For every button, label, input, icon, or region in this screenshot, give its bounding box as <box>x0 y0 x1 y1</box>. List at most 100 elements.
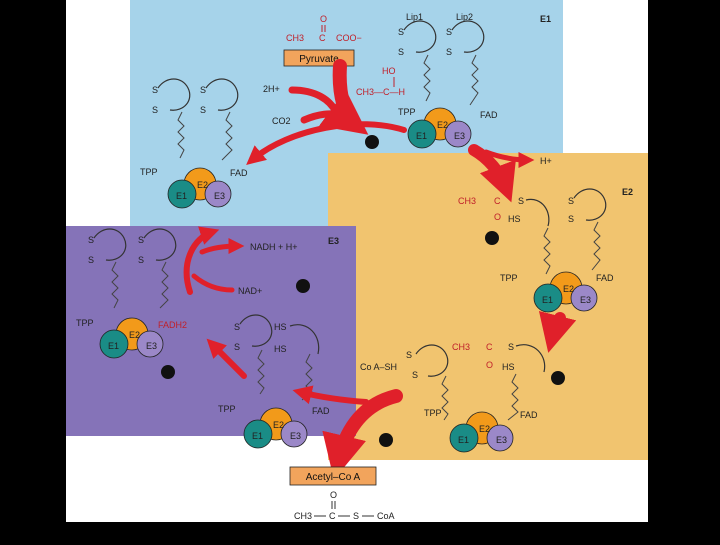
h-plus-label: H+ <box>540 156 552 166</box>
e3-lipoyl-arms: SS SS <box>88 228 177 309</box>
e3-e1-label: E1 <box>108 341 119 351</box>
svg-text:S: S <box>200 105 206 115</box>
lip1-label: Lip1 <box>406 12 423 22</box>
svg-text:S: S <box>152 85 158 95</box>
coash-label: Co A–SH <box>360 362 397 372</box>
e2low-e2-label: E2 <box>479 424 490 434</box>
acetylcoa-ch3-label: CH3 <box>294 511 312 521</box>
acetyl-coa-structure: O CH3 C S CoA <box>294 490 395 521</box>
e1-panel-label: E1 <box>540 14 551 24</box>
e2panel-fad-label: FAD <box>596 273 614 283</box>
e2panel-e3-label: E3 <box>580 295 591 305</box>
svg-text:S: S <box>88 255 94 265</box>
e2panel-enzyme-complex: E2 E1 E3 <box>533 271 598 313</box>
svg-text:S: S <box>398 47 404 57</box>
acyl-ch3-label: CH3 <box>458 196 476 206</box>
lip2-label: Lip2 <box>456 12 473 22</box>
left-lipoyl-arms: SS SS <box>152 78 239 161</box>
nad-label: NAD+ <box>238 286 262 296</box>
top-e3-label: E3 <box>454 131 465 141</box>
pyruvate-label: Pyruvate <box>299 54 339 65</box>
acetylcoa-c-label: C <box>329 511 336 521</box>
ho-label: HO <box>382 66 396 76</box>
left-e1-label: E1 <box>176 191 187 201</box>
acyl-c-label: C <box>494 196 501 206</box>
svg-text:S: S <box>446 27 452 37</box>
e3-e2-label: E2 <box>129 330 140 340</box>
bottom-enzyme-complex: E2 E1 E3 <box>243 407 308 449</box>
svg-text:S: S <box>398 27 404 37</box>
acetylcoa-s-label: S <box>353 511 359 521</box>
e2panel-tpp-label: TPP <box>500 273 518 283</box>
reduced-lipoyl: SS HS HS <box>234 314 320 401</box>
fadh2-label: FADH2 <box>158 320 187 330</box>
hs2-label: HS <box>274 344 287 354</box>
co2-label: CO2 <box>272 116 291 126</box>
left-e3-label: E3 <box>214 191 225 201</box>
acyl2-hs-label: HS <box>502 362 515 372</box>
e2panel-e1-label: E1 <box>542 295 553 305</box>
left-enzyme-complex: E2 E1 E3 <box>167 167 232 209</box>
e2low-fad-label: FAD <box>520 410 538 420</box>
acyl-hs-label: HS <box>508 214 521 224</box>
svg-text:S: S <box>234 342 240 352</box>
svg-text:S: S <box>88 235 94 245</box>
left-tpp-label: TPP <box>140 167 158 177</box>
acyl2-s-label: S <box>508 342 514 352</box>
top-fad-label: FAD <box>480 110 498 120</box>
top-lipoyl-arms: SS SS <box>398 20 485 106</box>
bottom-fad-label: FAD <box>312 406 330 416</box>
svg-text:S: S <box>446 47 452 57</box>
top-e2-label: E2 <box>437 120 448 130</box>
bottom-e3-label: E3 <box>290 431 301 441</box>
acetyl-coa-box <box>289 466 377 486</box>
acetylcoa-coa-label: CoA <box>377 511 395 521</box>
svg-text:S: S <box>138 235 144 245</box>
e2low-enzyme-complex: E2 E1 E3 <box>449 411 514 453</box>
top-e1-label: E1 <box>416 131 427 141</box>
e2panel-e2-label: E2 <box>563 284 574 294</box>
e3-e3-label: E3 <box>146 341 157 351</box>
e3-panel-label: E3 <box>328 236 339 246</box>
e3-tpp-label: TPP <box>76 318 94 328</box>
left-e2-label: E2 <box>197 180 208 190</box>
acyl2-c-label: C <box>486 342 493 352</box>
reaction-arrows <box>183 59 577 480</box>
left-fad-label: FAD <box>230 168 248 178</box>
e2-panel-label: E2 <box>622 187 633 197</box>
pyruvate-coo: COO− <box>336 33 362 43</box>
pyruvate-c: C <box>319 33 326 43</box>
top-enzyme-complex: E2 E1 E3 <box>407 107 472 149</box>
black-dots <box>161 135 565 447</box>
svg-text:S: S <box>406 350 412 360</box>
e2low-e3-label: E3 <box>496 435 507 445</box>
hs1-label: HS <box>274 322 287 332</box>
bottom-e1-label: E1 <box>252 431 263 441</box>
e3-enzyme-complex: E2 E1 E3 <box>99 317 164 359</box>
acetyl-coa-label: Acetyl–Co A <box>306 472 361 483</box>
svg-text:S: S <box>152 105 158 115</box>
pyruvate-ch3: CH3 <box>286 33 304 43</box>
pyruvate-structure: O CH3 C COO− <box>286 14 362 43</box>
acyl-s-label: S <box>518 196 524 206</box>
e2low-e1-label: E1 <box>458 435 469 445</box>
e2low-tpp-label: TPP <box>424 408 442 418</box>
top-tpp-label: TPP <box>398 107 416 117</box>
acyl2-o-label: O <box>486 360 493 370</box>
bottom-tpp-label: TPP <box>218 404 236 414</box>
svg-text:S: S <box>138 255 144 265</box>
svg-text:S: S <box>200 85 206 95</box>
acetylcoa-o-label: O <box>330 490 337 500</box>
nadh-label: NADH + H+ <box>250 242 298 252</box>
acyl-o-label: O <box>494 212 501 222</box>
bottom-e2-label: E2 <box>273 420 284 430</box>
pyruvate-o: O <box>320 14 327 24</box>
hydroxyethyl-label: CH3—C—H <box>356 87 405 97</box>
svg-text:S: S <box>568 196 574 206</box>
acyl2-ch3-label: CH3 <box>452 342 470 352</box>
two-h-plus-label: 2H+ <box>263 84 280 94</box>
svg-text:S: S <box>568 214 574 224</box>
coa-transfer: Co A–SH SS CH3 C O S HS <box>360 342 546 421</box>
